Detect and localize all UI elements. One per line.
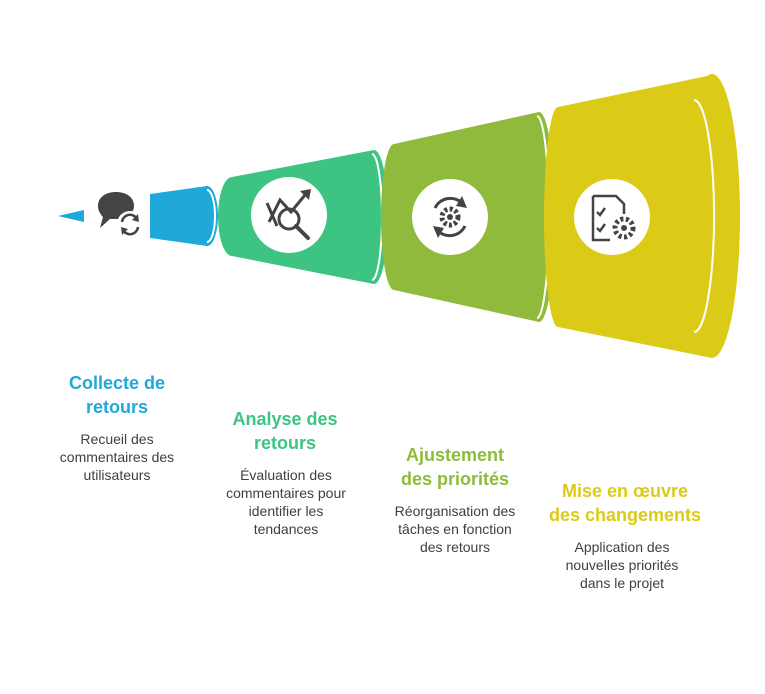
stage-1-segment: [58, 186, 218, 246]
gear-cycle-icon: [412, 179, 488, 255]
chat-refresh-icon: [98, 192, 143, 237]
chart-magnifier-icon: [251, 177, 327, 253]
checklist-gear-icon: [574, 179, 650, 255]
